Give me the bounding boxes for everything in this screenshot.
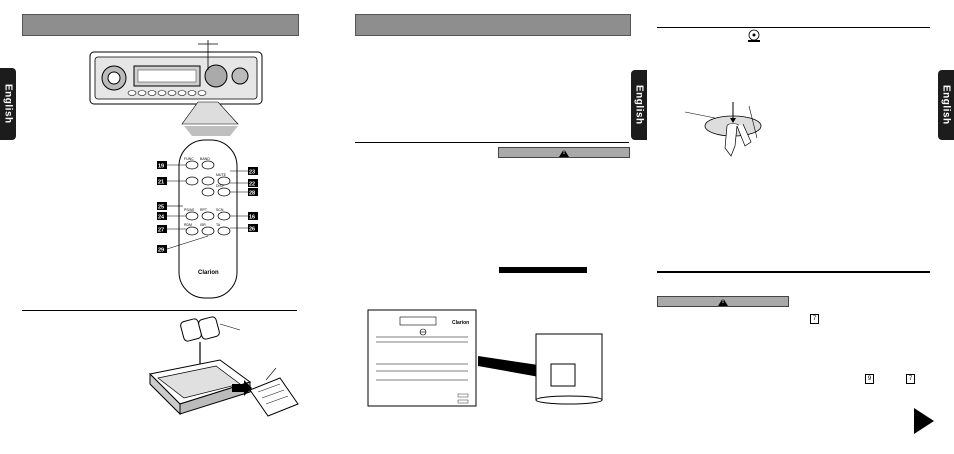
remote-key-label: RDM [184,223,192,227]
cd-label-illustration: Clarion [367,309,603,407]
cd-handling-illustration [685,102,762,157]
section-divider-right-top [657,27,930,28]
warning-triangle-icon [559,148,569,157]
callout-28: 28 [249,191,255,197]
head-unit [89,40,263,105]
callout-16: 16 [249,215,255,221]
remote-key-label: RPT [200,208,208,212]
callout-21: 21 [158,180,164,186]
callout-26: 26 [249,227,255,233]
side-tab-right-label: English [940,85,952,125]
next-page-arrow-icon[interactable] [914,408,934,434]
remote-control-body: FUNC BAND MUTE DISP PS/AS RPT SCN RDM IS… [178,139,238,299]
remote-key-label: ISR [200,223,206,227]
remote-key-label: FUNC [184,157,194,161]
page-ref-7: 7 [810,314,819,324]
section-divider-battery [22,310,297,311]
callout-25: 25 [158,205,164,211]
cd-label-brand: Clarion [452,320,469,326]
callout-23: 23 [249,170,255,176]
battery-icon [180,316,220,342]
callout-29: 29 [158,248,164,254]
remote-key-label: SCN [216,208,224,212]
caution-bar-middle [498,147,630,158]
side-tab-left: English [0,68,16,140]
section-divider-right-bottom [657,271,930,273]
side-tab-middle-label: English [633,85,645,125]
remote-key-label: DISP [216,184,225,188]
side-tab-left-label: English [2,84,14,124]
page-ref-9: 9 [865,374,874,384]
remote-key-label: MUTE [216,173,227,177]
side-tab-right: English [938,70,954,140]
section-header-middle [355,14,631,36]
remote-key-label: PS/AS [184,208,195,212]
cd-logo-icon [747,29,761,43]
remote-key-label: BAND [200,157,210,161]
section-divider-cd [355,142,629,143]
page-ref-7b: 7 [906,374,915,384]
battery-insertion-illustration [148,316,299,417]
callout-27: 27 [158,228,164,234]
head-unit-remote-illustration: FUNC BAND MUTE DISP PS/AS RPT SCN RDM IS… [89,40,263,299]
remote-key-label: TA [216,223,221,227]
remote-brand: Clarion [198,270,219,276]
callout-24: 24 [158,215,165,221]
caution-bar-right [657,296,789,307]
callout-22: 22 [249,182,255,188]
side-tab-middle: English [631,70,647,140]
warning-triangle-icon [718,297,728,306]
heading-blackbar [499,267,587,273]
callout-19: 19 [158,164,164,170]
section-header-remote [22,14,299,36]
